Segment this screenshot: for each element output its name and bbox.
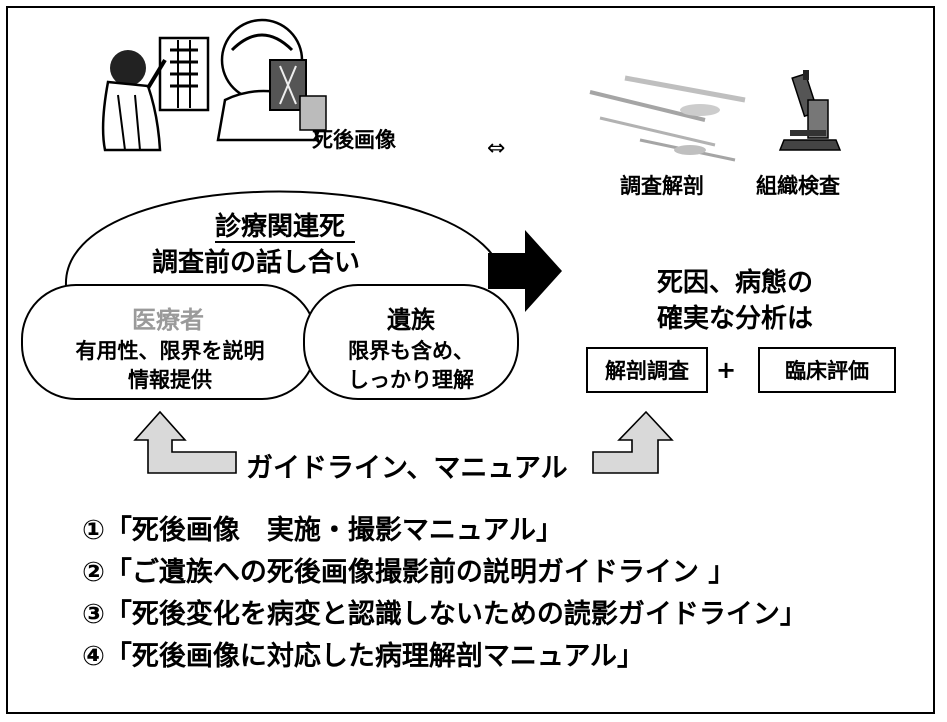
medical-staff-title: 医療者 (132, 306, 204, 334)
histology-label: 組織検査 (756, 174, 840, 198)
family-line2: しっかり理解 (348, 368, 474, 392)
bereaved-family-bubble (303, 284, 519, 400)
bent-up-arrow-right-icon (592, 410, 674, 474)
surgical-instruments-illustration (589, 75, 746, 162)
autopsy-box: 解剖調査 (586, 347, 708, 393)
radiologist-illustration (216, 18, 327, 142)
right-arrow-icon (488, 230, 562, 312)
guideline-heading: ガイドライン、マニュアル (246, 453, 568, 484)
medical-staff-line1: 有用性、限界を説明 (75, 339, 265, 363)
medical-death-dome (64, 190, 506, 287)
list-item: ②「ご遺族への死後画像撮影前の説明ガイドライン 」 (82, 557, 736, 588)
slide-frame (6, 6, 935, 714)
plus-sign: + (716, 356, 737, 384)
postmortem-imaging-label: 死後画像 (312, 128, 396, 152)
medical-death-title: 診療関連死 (215, 212, 346, 242)
microscope-illustration (778, 70, 842, 151)
doctor-viewing-xray-illustration (101, 36, 210, 152)
analysis-line2: 確実な分析は (656, 304, 813, 334)
list-item: ④「死後画像に対応した病理解剖マニュアル」 (82, 641, 645, 672)
list-item: ③「死後変化を病変と認識しないための読影ガイドライン」 (82, 599, 807, 630)
medical-death-subtitle: 調査前の話し合い (152, 248, 361, 278)
bent-up-arrow-left-icon (133, 410, 237, 474)
investigative-autopsy-label: 調査解剖 (620, 174, 704, 198)
family-title: 遺族 (387, 306, 435, 334)
family-line1: 限界も含め、 (348, 339, 474, 363)
clinical-evaluation-box: 臨床評価 (758, 347, 896, 393)
analysis-line1: 死因、病態の (656, 268, 813, 298)
list-item: ①「死後画像 実施・撮影マニュアル」 (82, 515, 564, 546)
exchange-arrow-icon: ⇔ (487, 136, 506, 161)
medical-staff-line2: 情報提供 (128, 368, 212, 392)
